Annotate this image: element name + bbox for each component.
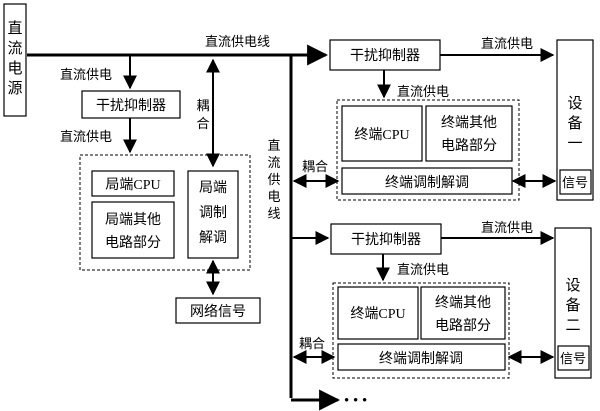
dc-power-source-char-2: 流 bbox=[7, 40, 22, 57]
terminal1-other-circuits-line-2: 电路部分 bbox=[441, 138, 497, 154]
terminal2-coupling-label: 耦合 bbox=[299, 336, 325, 351]
bus-label-top: 直流供电线 bbox=[205, 34, 270, 49]
local-suppressor-label: 干扰抑制器 bbox=[96, 98, 166, 114]
local-modem-box bbox=[187, 170, 239, 259]
local-coupling-char-1: 耦 bbox=[196, 98, 209, 113]
bus-vertical-char-3: 供 bbox=[267, 172, 280, 187]
terminal2-modem-label: 终端调制解调 bbox=[379, 351, 463, 367]
local-cpu-box bbox=[91, 170, 175, 197]
dc-power-source-char-4: 源 bbox=[7, 80, 22, 97]
device1-signal-box bbox=[559, 169, 592, 195]
bus-vertical-char-1: 直 bbox=[267, 138, 280, 153]
device2-char-1: 设 bbox=[565, 277, 580, 294]
local-modem-line-3: 解调 bbox=[199, 230, 227, 246]
terminal1-cpu-label: 终端CPU bbox=[354, 127, 409, 143]
local-modem-line-1: 局端 bbox=[199, 180, 227, 196]
dc-power-source-char-1: 直 bbox=[7, 20, 22, 37]
dc-power-source-char-3: 电 bbox=[7, 60, 22, 77]
terminal1-interference-suppressor bbox=[329, 39, 441, 71]
local-other-circuits-line-1: 局端其他 bbox=[105, 212, 161, 228]
terminal1-dc-supply-label-a: 直流供电 bbox=[481, 36, 533, 51]
network-signal-label: 网络信号 bbox=[190, 304, 246, 320]
local-cpu-label: 局端CPU bbox=[105, 177, 160, 193]
local-modem-line-2: 调制 bbox=[199, 205, 227, 221]
terminal1-cpu-box bbox=[341, 105, 423, 162]
terminal1-modem-box bbox=[341, 167, 513, 195]
local-dc-supply-label-2: 直流供电 bbox=[60, 129, 112, 144]
terminal1-other-circuits-box bbox=[425, 105, 513, 162]
dc-power-source-box bbox=[3, 3, 27, 117]
device2-char-2: 备 bbox=[565, 297, 580, 314]
device1-char-1: 设 bbox=[567, 95, 582, 112]
device1-signal-label: 信号 bbox=[562, 175, 588, 190]
terminal2-other-circuits-line-2: 电路部分 bbox=[435, 318, 491, 334]
local-dc-supply-label-1: 直流供电 bbox=[60, 67, 112, 82]
terminal1-coupling-label: 耦合 bbox=[302, 159, 328, 174]
terminal2-dc-supply-label-a: 直流供电 bbox=[481, 220, 533, 235]
bus-vertical-char-5: 线 bbox=[267, 206, 280, 221]
terminal2-other-circuits-box bbox=[420, 286, 506, 340]
terminal1-modem-label: 终端调制解调 bbox=[385, 175, 469, 191]
local-other-circuits-box bbox=[91, 201, 175, 259]
bus-vertical-char-2: 流 bbox=[267, 155, 280, 170]
terminal2-cpu-label: 终端CPU bbox=[350, 306, 405, 322]
local-other-circuits-line-2: 电路部分 bbox=[105, 235, 161, 251]
terminal2-modem-box bbox=[337, 343, 506, 371]
terminal1-other-circuits-line-1: 终端其他 bbox=[441, 115, 497, 131]
device1-char-2: 备 bbox=[567, 115, 582, 132]
more-devices-ellipsis: • • • bbox=[344, 393, 367, 409]
device2-char-3: 二 bbox=[565, 318, 580, 334]
terminal1-suppressor-label: 干扰抑制器 bbox=[350, 48, 420, 64]
local-coupling-char-2: 合 bbox=[196, 116, 209, 131]
device1-char-3: 一 bbox=[567, 136, 582, 152]
terminal2-cpu-box bbox=[337, 286, 419, 340]
network-signal-box bbox=[175, 297, 261, 324]
device2-signal-label: 信号 bbox=[560, 351, 586, 366]
terminal2-other-circuits-line-1: 终端其他 bbox=[435, 295, 491, 311]
bus-vertical-char-4: 电 bbox=[267, 189, 280, 204]
terminal2-suppressor-label: 干扰抑制器 bbox=[351, 232, 421, 248]
device2-signal-box bbox=[557, 345, 590, 371]
terminal1-dc-supply-label-b: 直流供电 bbox=[397, 84, 449, 99]
terminal2-dc-supply-label-b: 直流供电 bbox=[397, 262, 449, 277]
